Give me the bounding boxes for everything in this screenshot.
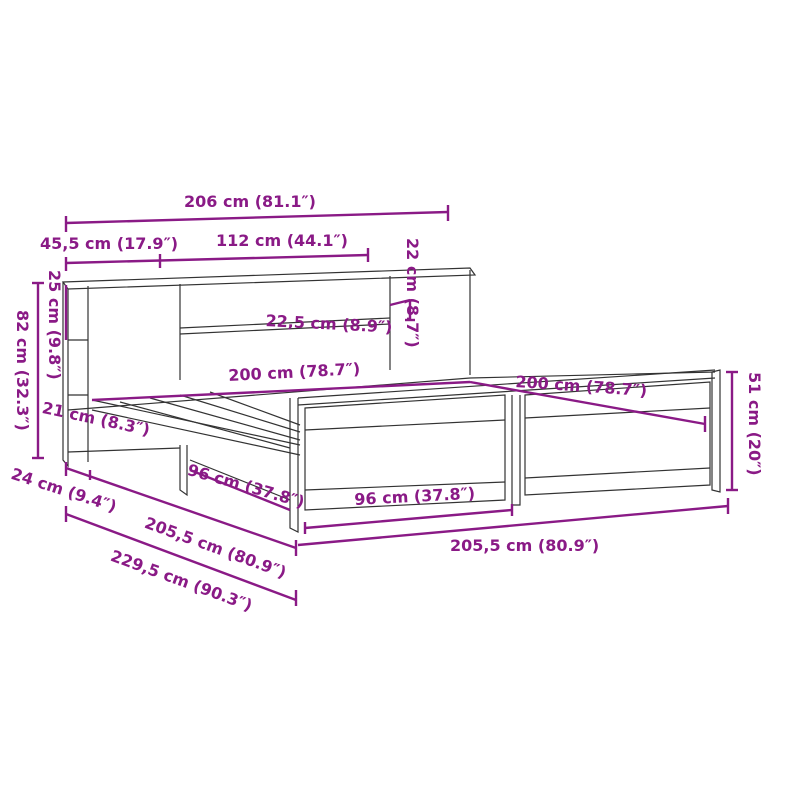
upper-compartment-height-label: 25 cm (9.8″) — [45, 270, 64, 380]
top-shelf-width-label: 112 cm (44.1″) — [216, 231, 348, 250]
top-shelf-height-label: 22 cm (8.7″) — [403, 238, 422, 348]
footboard-height-label: 51 cm (20″) — [745, 372, 764, 476]
frame-length-front-label: 205,5 cm (80.9″) — [450, 536, 600, 555]
side-shelf-width-label: 45,5 cm (17.9″) — [40, 234, 179, 253]
total-width-label: 206 cm (81.1″) — [184, 192, 316, 211]
total-height-label: 82 cm (32.3″) — [13, 310, 32, 431]
